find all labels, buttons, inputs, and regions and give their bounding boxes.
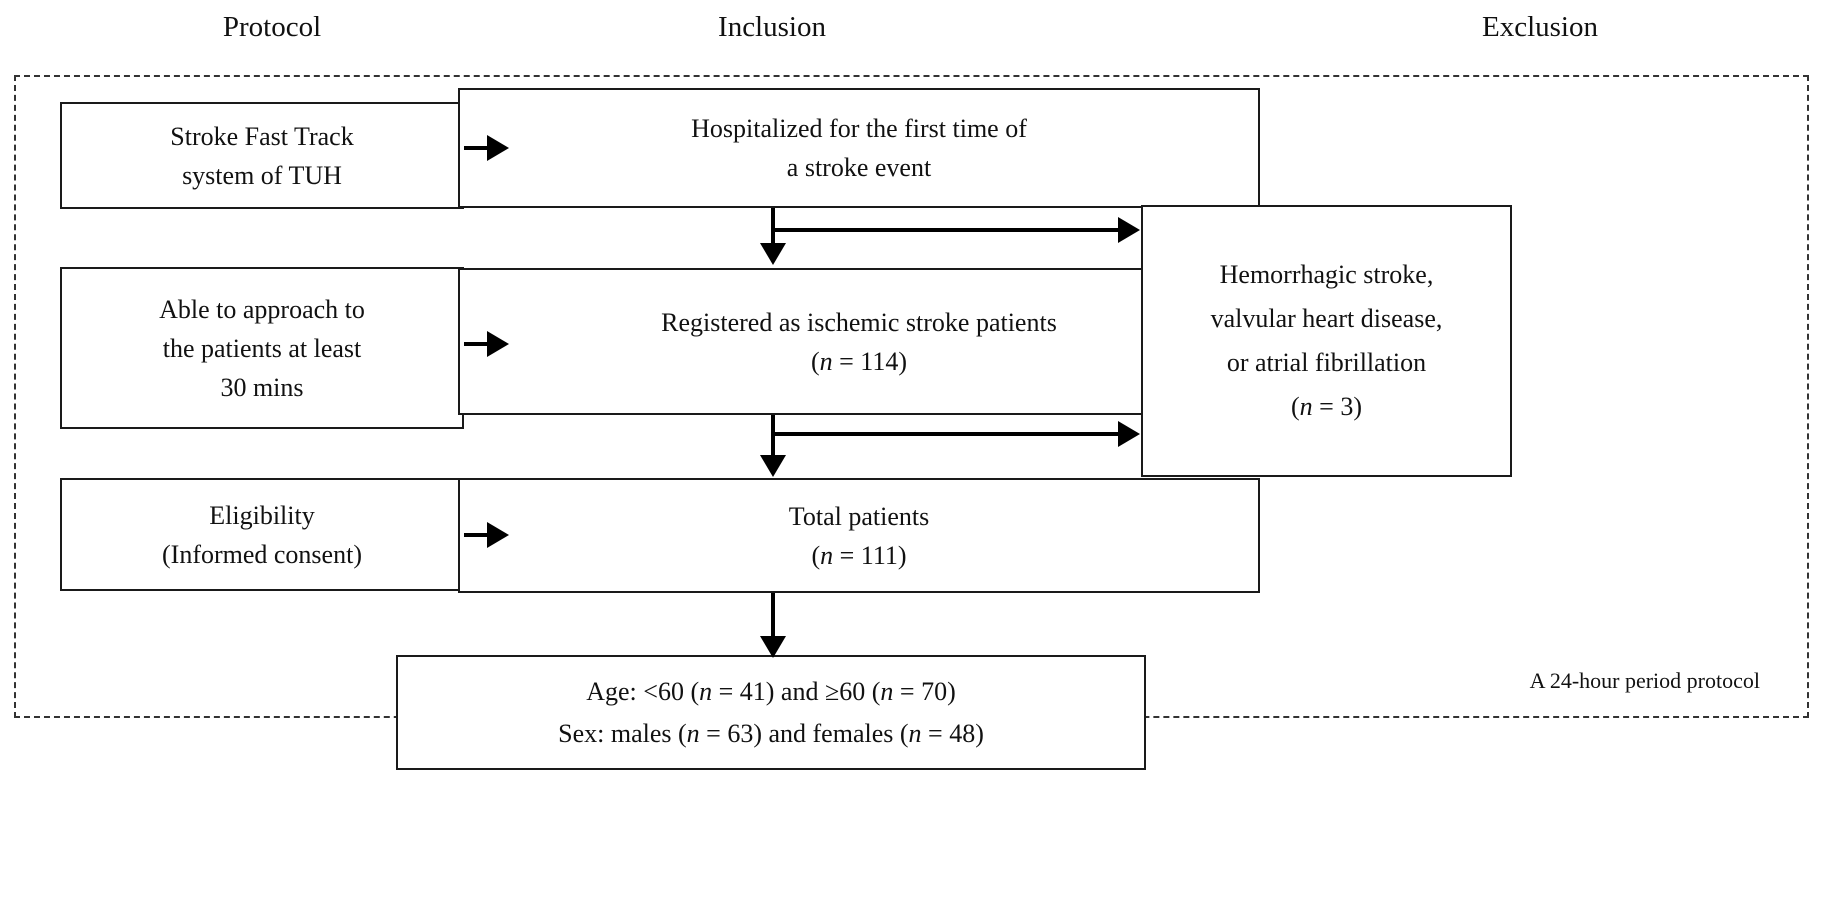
box-count: (n = 111): [789, 536, 929, 575]
box-total-patients: Total patients (n = 111): [458, 478, 1260, 593]
box-demographics: Age: <60 (n = 41) and ≥60 (n = 70) Sex: …: [396, 655, 1146, 770]
arrow-head-down-icon: [760, 243, 786, 265]
count-symbol-n: n: [820, 540, 834, 570]
box-line: Eligibility: [209, 500, 315, 530]
count-symbol-n: n: [1299, 392, 1313, 421]
count-suffix: = 3): [1312, 392, 1362, 421]
sex-end: = 48): [921, 718, 984, 748]
box-count: (n = 114): [661, 342, 1057, 381]
period-protocol-caption: A 24-hour period protocol: [1529, 668, 1760, 693]
connector-line-approach-to-registered: [464, 342, 488, 346]
column-header-protocol: Protocol: [222, 11, 322, 43]
demographics-age-line: Age: <60 (n = 41) and ≥60 (n = 70): [558, 671, 984, 713]
count-symbol-n: n: [819, 346, 833, 376]
count-symbol-n: n: [686, 718, 700, 748]
box-line: system of TUH: [182, 160, 342, 190]
box-line: or atrial fibrillation: [1226, 348, 1427, 377]
count-symbol-n: n: [699, 676, 713, 706]
sex-label: Sex: males (: [558, 718, 687, 748]
connector-line-hospitalized-to-registered: [771, 208, 775, 244]
box-line: Total patients: [788, 501, 930, 531]
box-line: Registered as ischemic stroke patients: [661, 307, 1057, 337]
column-header-exclusion: Exclusion: [1482, 11, 1598, 43]
connector-line-registered-to-excluded: [771, 432, 1119, 436]
box-line: Stroke Fast Track: [170, 121, 354, 151]
connector-line-sft-to-hospitalized: [464, 146, 488, 150]
connector-line-registered-to-total: [771, 415, 775, 456]
box-excluded-conditions: Hemorrhagic stroke, valvular heart disea…: [1141, 205, 1512, 477]
box-eligibility: Eligibility (Informed consent): [60, 478, 464, 591]
box-hospitalized: Hospitalized for the first time of a str…: [458, 88, 1260, 208]
age-mid: = 41) and ≥60 (: [712, 676, 881, 706]
arrow-head-down-icon: [760, 636, 786, 658]
box-able-to-approach: Able to approach to the patients at leas…: [60, 267, 464, 429]
count-prefix: (: [1290, 392, 1300, 421]
box-line: 30 mins: [220, 372, 304, 402]
age-label: Age: <60 (: [586, 676, 700, 706]
column-header-inclusion: Inclusion: [718, 11, 826, 43]
count-prefix: (: [811, 540, 821, 570]
box-line: the patients at least: [162, 333, 362, 363]
arrow-head-right-icon: [487, 331, 509, 357]
connector-line-hospitalized-to-excluded: [771, 228, 1119, 232]
box-stroke-fast-track: Stroke Fast Track system of TUH: [60, 102, 464, 209]
count-prefix: (: [810, 346, 820, 376]
arrow-head-right-icon: [1118, 421, 1140, 447]
box-line: Hemorrhagic stroke,: [1219, 260, 1434, 289]
sex-mid: = 63) and females (: [699, 718, 909, 748]
box-count: (n = 3): [1211, 385, 1443, 429]
box-line: Able to approach to: [159, 294, 365, 324]
box-registered-ischemic: Registered as ischemic stroke patients (…: [458, 268, 1260, 415]
box-line: (Informed consent): [162, 539, 362, 569]
box-line: valvular heart disease,: [1210, 304, 1443, 333]
arrow-head-right-icon: [487, 522, 509, 548]
arrow-head-down-icon: [760, 455, 786, 477]
count-symbol-n: n: [908, 718, 922, 748]
connector-line-total-to-demographics: [771, 593, 775, 638]
arrow-head-right-icon: [487, 135, 509, 161]
box-line: a stroke event: [786, 153, 932, 182]
age-end: = 70): [893, 676, 956, 706]
demographics-sex-line: Sex: males (n = 63) and females (n = 48): [558, 713, 984, 755]
count-suffix: = 111): [833, 540, 907, 570]
count-suffix: = 114): [832, 346, 907, 376]
connector-line-eligibility-to-total: [464, 533, 488, 537]
arrow-head-right-icon: [1118, 217, 1140, 243]
count-symbol-n: n: [880, 676, 894, 706]
box-line: Hospitalized for the first time of: [691, 114, 1027, 143]
